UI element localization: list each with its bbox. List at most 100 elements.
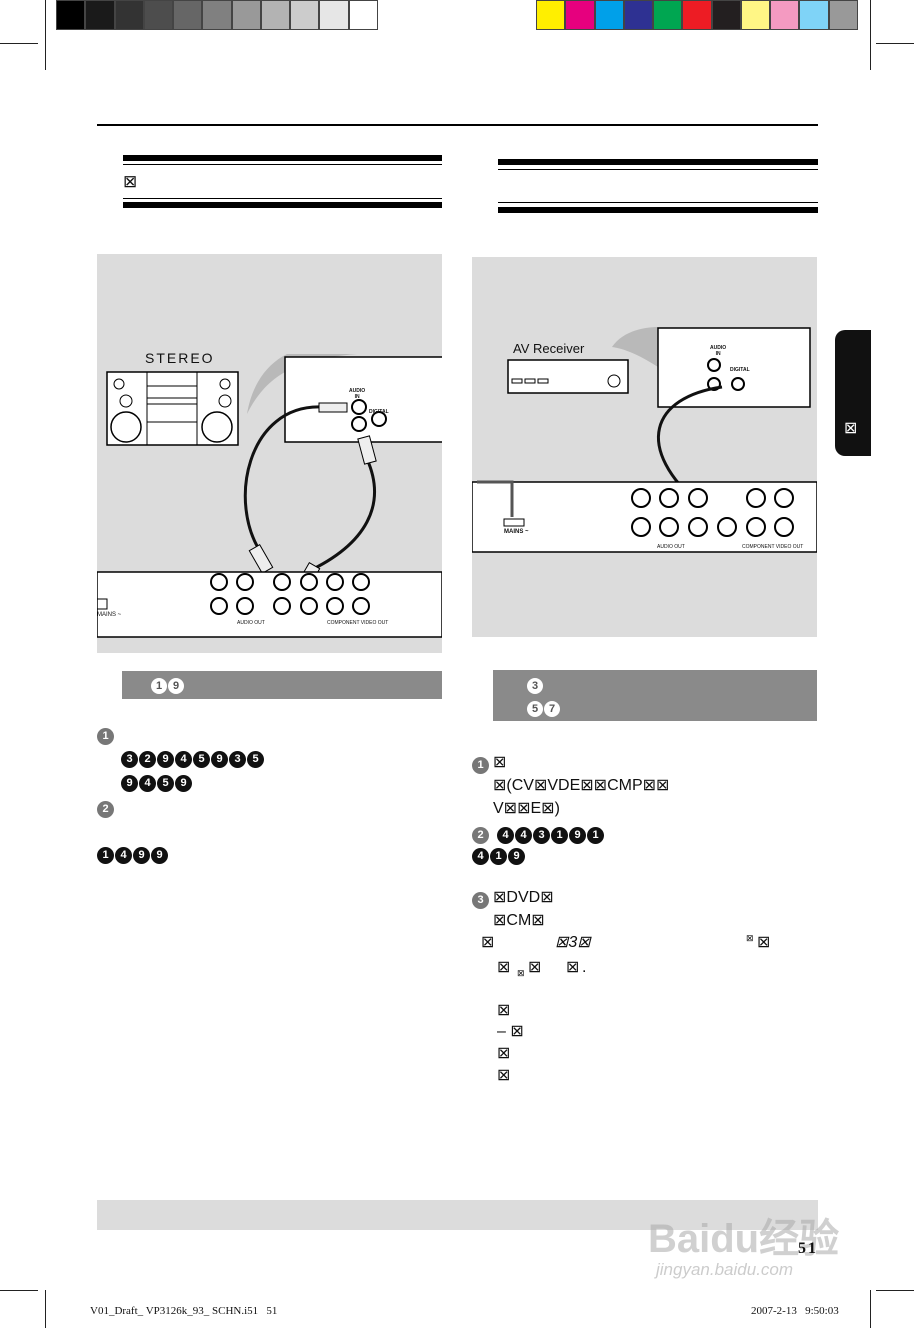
color-swatch [711, 0, 741, 30]
right-title-rule-thin [498, 169, 818, 170]
r-step-3-line4d: ⊠ [566, 959, 580, 976]
circled-number: 3 [527, 678, 543, 694]
gray-swatch [231, 0, 261, 30]
panel-sub-label: AUDIO OUT [237, 620, 265, 626]
r-step-3-line1: ⊠DVD⊠ [493, 889, 554, 906]
color-swatch [770, 0, 800, 30]
gray-swatch [260, 0, 291, 30]
left-title-rule-thin2 [123, 198, 442, 199]
r-step-3-line3c: ⊠ [746, 933, 754, 943]
left-title-glyph: ⊠ [123, 172, 138, 191]
gray-swatch [143, 0, 174, 30]
digital-label: DIGITAL [730, 367, 750, 373]
r-list-item: – ⊠ [497, 1023, 524, 1040]
left-title-rule-top [123, 155, 442, 161]
r-list-item: ⊠ [497, 1002, 511, 1019]
baidu-watermark: Baidu经验 jingyan.baidu.com [648, 1190, 858, 1290]
header-rule [97, 124, 818, 126]
color-swatch [594, 0, 624, 30]
circled-number: 7 [544, 701, 560, 717]
r-step-3-line3d: ⊠ [757, 934, 771, 951]
gray-swatch [173, 0, 203, 30]
digital-label: DIGITAL [369, 409, 389, 415]
circled-number: 5 [527, 701, 543, 717]
step-1-marker: 1 [97, 726, 114, 745]
crop-mark [876, 43, 914, 44]
left-connection-diagram: STEREO AUDIO IN DIGITAL MAINS ~ AUDIO OU… [96, 254, 446, 653]
color-swatch [828, 0, 858, 30]
stereo-connection-illustration [96, 354, 446, 638]
panel-sub-label: COMPONENT VIDEO OUT [327, 620, 389, 626]
crop-mark [876, 1290, 914, 1291]
crop-mark [870, 1290, 871, 1328]
color-swatch [740, 0, 771, 30]
bottom-strip [97, 1200, 818, 1230]
right-title-rule-top [498, 159, 818, 165]
language-side-tab: ⊠ [835, 330, 871, 456]
left-title-rule-thin [123, 164, 442, 165]
mains-label: MAINS ~ [97, 612, 122, 618]
left-title-rule-bottom [123, 202, 442, 208]
step-2-marker: 2 [97, 799, 114, 818]
gray-swatch [348, 0, 378, 30]
color-swatch [623, 0, 654, 30]
crop-mark [45, 1290, 46, 1328]
crop-mark [0, 43, 38, 44]
panel-sub-label: COMPONENT VIDEO OUT [742, 544, 804, 550]
right-title-rule-bottom [498, 207, 818, 213]
color-swatch [536, 0, 566, 30]
r-step-3-line4c: ⊠ [528, 959, 542, 976]
footer-file-info: V01_Draft_ VP3126k_93_ SCHN.i51 51 [90, 1305, 278, 1317]
r-step-1-line1: ⊠ [493, 754, 507, 771]
crop-mark [0, 1290, 38, 1291]
watermark-main: Baidu经验 [648, 1217, 840, 1261]
footer-timestamp: 2007-2-13 9:50:03 [751, 1305, 839, 1317]
gray-swatch [114, 0, 144, 30]
receiver-connection-illustration [471, 327, 818, 553]
gray-swatch [85, 0, 115, 30]
r-step-3-line2: ⊠CM⊠ [493, 912, 545, 929]
r-step-3-line3b: ⊠3⊠ [555, 934, 591, 951]
watermark-sub: jingyan.baidu.com [656, 1260, 794, 1279]
audio-in-label: AUDIO IN [710, 345, 727, 357]
gray-swatch [319, 0, 349, 30]
color-swatch [565, 0, 595, 30]
color-swatch [653, 0, 683, 30]
mains-label: MAINS ~ [504, 529, 529, 535]
r-step-3-line3a: ⊠ [481, 934, 495, 951]
r-step-3-dot: . [582, 959, 587, 976]
color-swatch [799, 0, 829, 30]
r-list-item: ⊠ [497, 1067, 511, 1084]
side-tab-glyph: ⊠ [844, 420, 858, 437]
circled-number: 1 [151, 678, 167, 694]
r-step-1-marker: 1 [472, 755, 489, 774]
r-list-item: ⊠ [497, 1045, 511, 1062]
r-step-3-line4a: ⊠ [497, 959, 511, 976]
r-step-1-line3: V⊠⊠E⊠) [493, 800, 560, 817]
r-step-3-marker: 3 [472, 890, 489, 909]
audio-in-label: AUDIO IN [349, 388, 366, 400]
color-swatch [682, 0, 712, 30]
page-number: 51 [798, 1240, 818, 1257]
av-receiver-label: AV Receiver [513, 341, 585, 356]
r-step-3-line4b: ⊠ [517, 968, 525, 978]
panel-sub-label: AUDIO OUT [657, 544, 685, 550]
circled-number: 9 [168, 678, 184, 694]
right-title-rule-thin2 [498, 202, 818, 203]
gray-swatch [56, 0, 86, 30]
gray-swatch [290, 0, 320, 30]
r-step-1-line2: ⊠(CV⊠VDE⊠⊠CMP⊠⊠ [493, 777, 670, 794]
gray-swatch [202, 0, 232, 30]
r-step-2-marker: 2 [472, 825, 489, 844]
right-connection-diagram: AV Receiver AUDIO IN DIGITAL MAINS ~ AUD… [471, 257, 818, 637]
stereo-label: STEREO [145, 350, 215, 366]
crop-mark [45, 0, 46, 70]
crop-mark [870, 0, 871, 70]
